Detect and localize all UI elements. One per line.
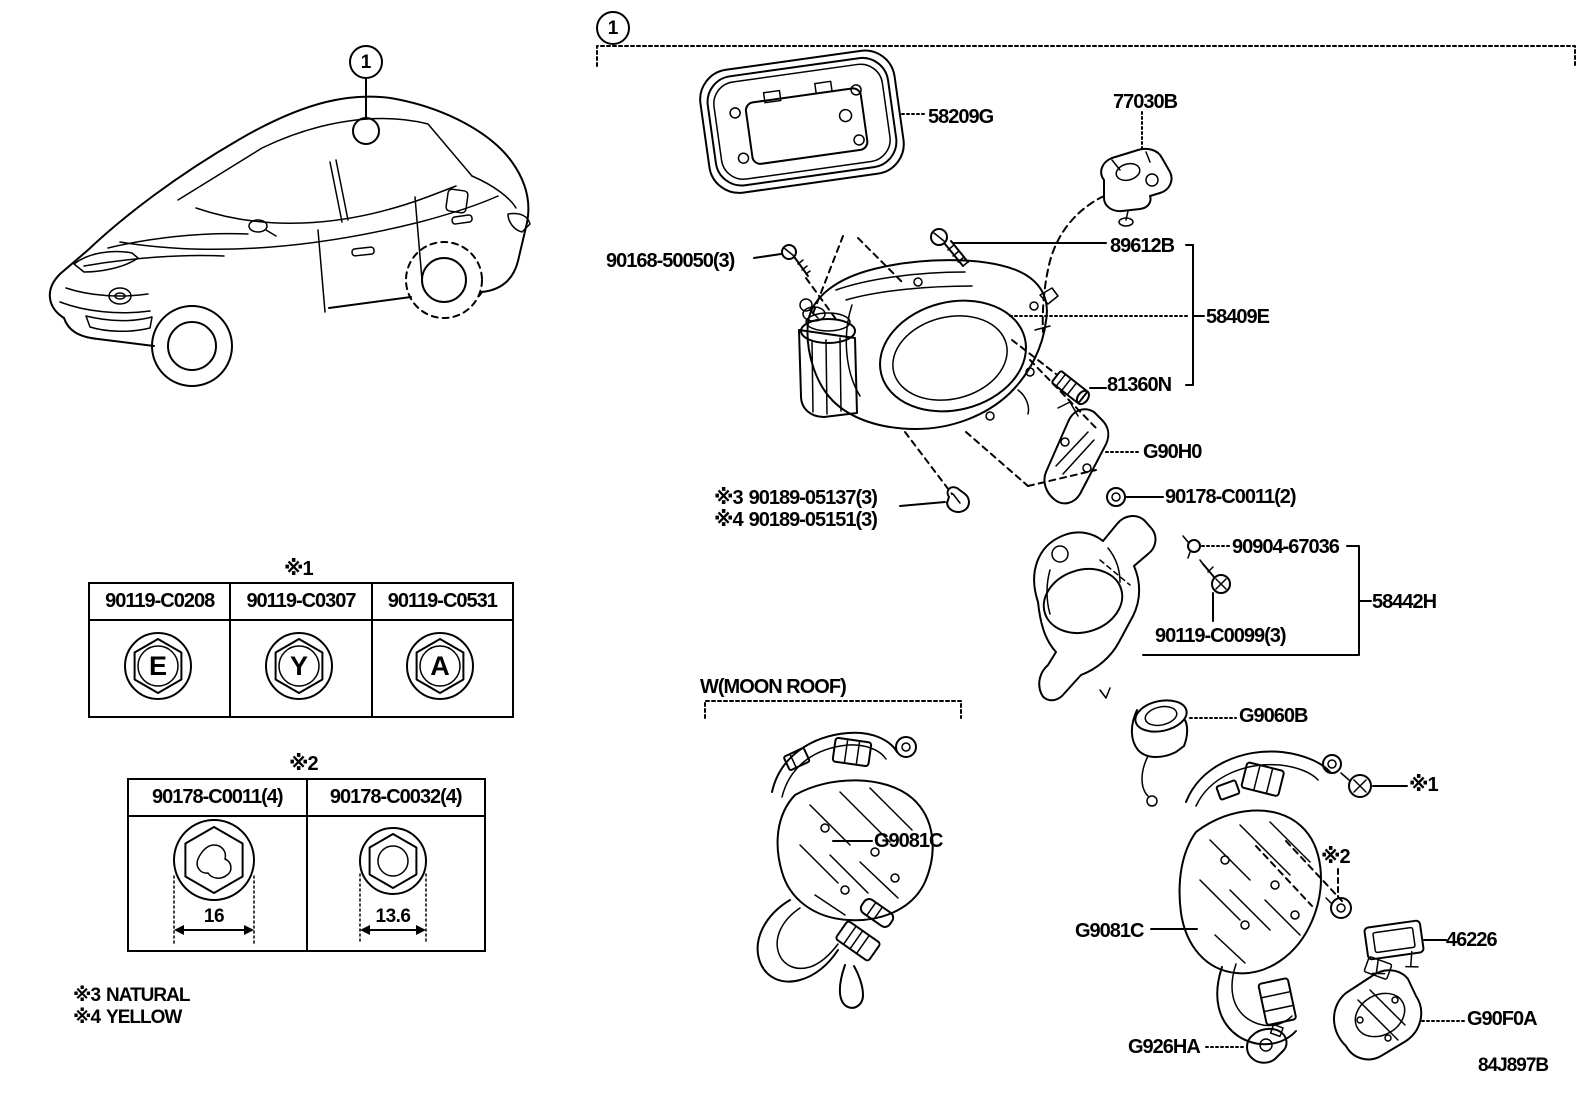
part-g9081c-harness [1178,750,1343,1046]
note3-mark: ※3 [714,487,744,509]
section-callout-number: 1 [607,18,619,39]
note1-table-body [90,621,512,716]
moon-roof-label: W(MOON ROOF) [700,676,847,698]
part-label-g90h0: G90H0 [1143,441,1202,463]
note2-part-number-1: 90178-C0011(4) [129,780,308,815]
drawing-number: 84J897B [1478,1055,1549,1076]
leader-90189 [899,501,946,507]
car-callout-marker [349,45,383,145]
part-label-90168-50050: 90168-50050(3) [606,250,735,272]
note2-table-title: ※2 [289,753,319,775]
part-90904-clip [1182,535,1201,559]
part-g9081c-harness-moonroof [756,731,934,1009]
note2-part-number-2: 90178-C0032(4) [329,786,463,808]
note2-nut-glyphs [173,819,427,945]
part-label-90904-67036: 90904-67036 [1232,536,1340,558]
part-ref1-bolt [1340,772,1372,798]
note4-part-number: 90189-05151(3) [748,509,878,531]
note1-nut-glyphs [124,632,474,700]
part-label-g9081c: G9081C [1075,920,1144,942]
part-58442h-bracket [1033,515,1157,702]
note3-part-number: 90189-05137(3) [748,487,878,509]
part-label-g9081c-moonroof: G9081C [874,830,943,852]
nut-marking-a: A [430,650,450,681]
part-g9060b-camera [1130,699,1189,807]
ref1-label: ※1 [1409,774,1439,796]
dimension-13-6: 13.6 [375,906,411,927]
note2-nut-cell-1 [129,817,308,950]
part-label-58409e: 58409E [1206,306,1270,328]
part-ref2-grommet [1325,897,1352,919]
part-46226-bracket [1363,919,1425,975]
part-81360n-bolt [1051,370,1090,406]
part-g926ha-clamp [1246,1023,1288,1064]
part-77030b-valve [1100,147,1173,227]
construction-dash-90168 [805,277,839,323]
part-90189-clip [946,486,970,513]
section-bracket [596,11,1576,67]
part-label-90178-c0011: 90178-C0011(2) [1165,486,1297,508]
direction-arrow [954,845,1075,918]
note1-table: 90119-C0208 90119-C0307 90119-C0531 [88,582,514,718]
part-label-58442h: 58442H [1372,591,1437,613]
part-label-58209g: 58209G [928,106,994,128]
part-label-g90f0a: G90F0A [1467,1008,1538,1030]
nut-marking-y: Y [289,650,308,681]
part-label-81360n: 81360N [1107,374,1172,396]
part-90168-screw [781,244,811,277]
part-label-77030b: 77030B [1113,91,1178,113]
dimension-16: 16 [203,906,225,927]
note2-table-header: 90178-C0011(4) 90178-C0032(4) [129,780,484,817]
part-label-g9060b: G9060B [1239,705,1308,727]
construction-dash-77030b [1041,195,1105,333]
part-58409e-fuel-lid-housing [798,259,1059,430]
note4-color-mark: ※4 [73,1007,101,1028]
note1-table-header: 90119-C0208 90119-C0307 90119-C0531 [90,584,512,621]
note2-table-body [129,817,484,950]
moon-roof-bracket [704,700,962,719]
ref2-label: ※2 [1321,846,1351,868]
note1-nut-cell-2 [231,621,373,716]
note1-table-title: ※1 [284,558,314,580]
part-g90f0a-antenna [1333,956,1423,1061]
note3-color-mark: ※3 [73,985,101,1006]
note1-nut-cell-1 [90,621,232,716]
note4-mark: ※4 [714,509,744,531]
car-illustration [49,95,531,387]
leader-90168 [753,253,782,259]
note1-part-number-3: 90119-C0531 [387,590,498,612]
part-58209g-plate [699,49,905,194]
part-label-46226: 46226 [1446,929,1498,951]
part-label-90119-c0099: 90119-C0099(3) [1155,625,1287,647]
car-callout-number: 1 [360,52,372,73]
part-g90h0-sensor [1043,401,1110,505]
note2-nut-cell-2 [308,817,485,950]
part-90119-screw [1199,559,1231,594]
nut-marking-e: E [148,650,167,681]
note1-part-number-1: 90119-C0208 [90,584,232,619]
note4-color-text: YELLOW [106,1007,182,1028]
note1-part-number-2: 90119-C0307 [231,584,373,619]
part-label-g926ha: G926HA [1128,1036,1201,1058]
part-90178-grommet [1106,487,1126,507]
note3-color-text: NATURAL [106,985,190,1006]
part-89612b-screw [930,228,969,267]
part-label-89612b: 89612B [1110,235,1175,257]
construction-dashes-main [811,235,1097,495]
bracket-58409e-group [1185,244,1194,386]
note2-table: 90178-C0011(4) 90178-C0032(4) [127,778,486,952]
